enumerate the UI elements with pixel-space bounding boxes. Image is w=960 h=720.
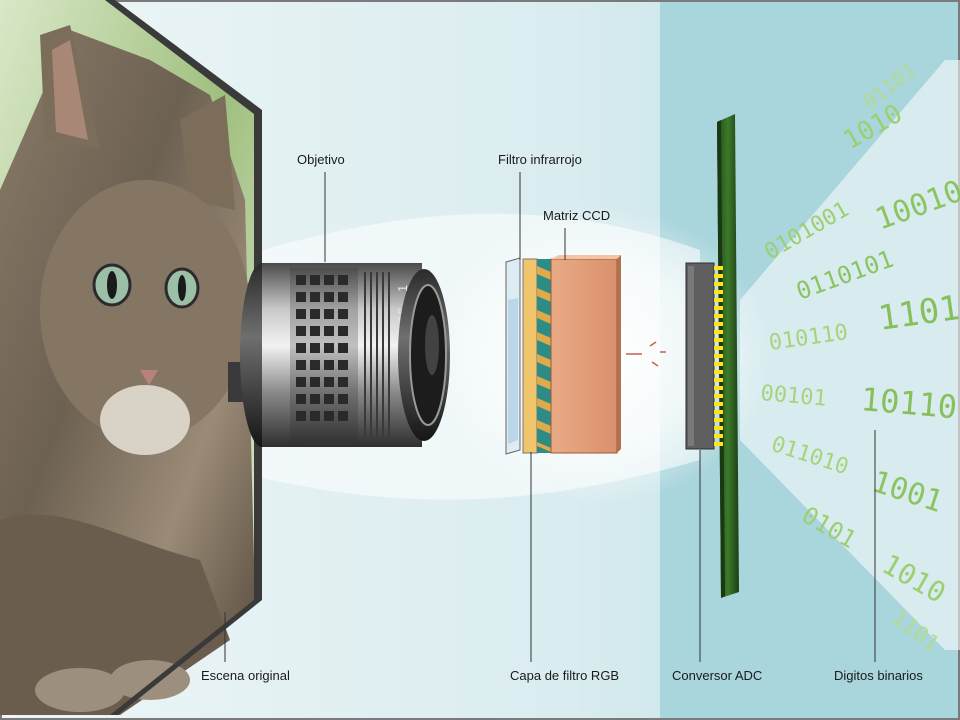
- adc-converter: [685, 114, 739, 598]
- lens-objetivo: 22 16 1: [228, 263, 450, 447]
- label-digitos-binarios: Digitos binarios: [834, 668, 923, 683]
- ccd-matrix: [550, 258, 618, 454]
- original-scene-panel: [0, 0, 262, 715]
- lens-grip-pattern: [296, 275, 348, 421]
- label-capa-filtro-rgb: Capa de filtro RGB: [510, 668, 620, 683]
- leader-lines: [224, 172, 876, 662]
- binary-line-7: 00101: [759, 381, 827, 412]
- signal-dashes: [626, 341, 666, 367]
- binary-line-8: 10110: [859, 380, 958, 426]
- binary-digits-stream: 0101001 1010 0110101 10010 010110 1101 0…: [740, 58, 960, 657]
- label-conversor-adc: Conversor ADC: [672, 668, 763, 683]
- rgb-filter-layer: [522, 258, 538, 454]
- adc-pins: [714, 266, 723, 446]
- label-escena-original: Escena original: [201, 668, 290, 683]
- label-matriz-ccd: Matriz CCD: [543, 208, 611, 223]
- label-filtro-infrarrojo: Filtro infrarrojo: [498, 152, 582, 167]
- rgb-filter-pattern: [537, 266, 551, 452]
- label-objetivo: Objetivo: [297, 152, 345, 167]
- sensor-stack: [505, 255, 621, 455]
- lens-marking-1: 1: [395, 285, 410, 292]
- lens-ridges: [364, 272, 390, 438]
